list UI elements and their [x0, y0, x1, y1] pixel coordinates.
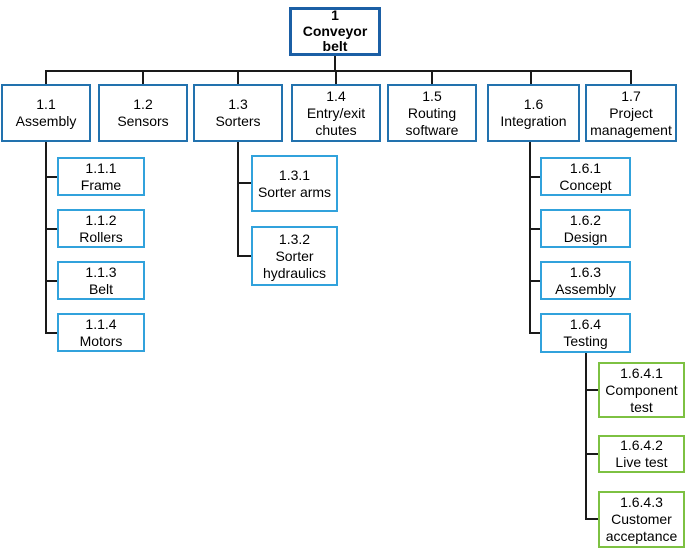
connector-line — [529, 142, 531, 334]
wbs-node-1-1-3[interactable]: 1.1.3 Belt — [57, 261, 145, 300]
connector-line — [529, 332, 540, 334]
connector-line — [45, 228, 57, 230]
wbs-node-1-3-1[interactable]: 1.3.1 Sorter arms — [251, 155, 338, 212]
connector-line — [45, 72, 47, 84]
wbs-node-1[interactable]: 1 Conveyor belt — [289, 7, 381, 56]
node-label: Live test — [615, 454, 668, 470]
node-id: 1.6.4.3 — [620, 494, 663, 510]
wbs-node-1-3-2[interactable]: 1.3.2 Sorter hydraulics — [251, 226, 338, 286]
connector-line — [45, 176, 57, 178]
node-id: 1.6.4.1 — [620, 364, 663, 381]
connector-line — [585, 518, 598, 520]
connector-line — [530, 72, 532, 84]
node-label: Rollers — [79, 228, 123, 245]
node-id: 1.2 — [133, 96, 153, 112]
node-label: Sorter arms — [257, 183, 332, 200]
node-label: Testing — [563, 333, 608, 349]
node-id: 1.1.2 — [85, 211, 117, 228]
connector-line — [529, 176, 540, 178]
wbs-node-1-3[interactable]: 1.3 Sorters — [193, 84, 283, 142]
node-label: Frame — [80, 176, 122, 193]
connector-line — [431, 72, 433, 84]
node-id: 1.3.1 — [278, 166, 311, 183]
connector-line — [529, 280, 540, 282]
connector-line — [335, 72, 337, 84]
node-label: Sorter hydraulics — [262, 247, 327, 281]
wbs-node-1-7[interactable]: 1.7 Project management — [585, 84, 677, 142]
connector-line — [45, 280, 57, 282]
connector-line — [237, 142, 239, 257]
node-id: 1.5 — [422, 87, 442, 104]
connector-line — [585, 353, 587, 520]
node-id: 1.1 — [36, 96, 56, 112]
node-label: Assembly — [15, 113, 77, 129]
node-label: Belt — [88, 280, 114, 297]
node-id: 1.6.1 — [569, 159, 602, 176]
wbs-node-1-2[interactable]: 1.2 Sensors — [98, 84, 188, 142]
node-id: 1.6.4 — [569, 316, 602, 332]
node-id: 1.3.2 — [278, 230, 311, 247]
connector-line — [237, 255, 251, 257]
node-label: Design — [563, 228, 608, 245]
connector-line — [630, 72, 632, 84]
wbs-node-1-5[interactable]: 1.5 Routing software — [387, 84, 477, 142]
node-label: Concept — [559, 176, 612, 193]
node-label: Component test — [605, 381, 678, 415]
node-label: Integration — [500, 113, 567, 129]
node-id: 1.6.2 — [569, 211, 602, 228]
connector-line — [45, 70, 632, 72]
wbs-node-1-6-4-2[interactable]: 1.6.4.2 Live test — [598, 435, 685, 473]
node-label: Sensors — [117, 113, 169, 129]
wbs-node-1-6-2[interactable]: 1.6.2 Design — [540, 209, 631, 248]
node-id: 1.1.4 — [85, 315, 117, 332]
node-label: Motors — [79, 332, 123, 349]
wbs-node-1-1-1[interactable]: 1.1.1 Frame — [57, 157, 145, 196]
connector-line — [529, 228, 540, 230]
wbs-node-1-6-3[interactable]: 1.6.3 Assembly — [540, 261, 631, 300]
node-label: Customer acceptance — [605, 511, 678, 544]
connector-line — [585, 389, 598, 391]
connector-line — [334, 56, 336, 70]
node-label: Entry/exit chutes — [306, 104, 366, 138]
node-id: 1 — [331, 7, 339, 24]
wbs-node-1-1-2[interactable]: 1.1.2 Rollers — [57, 209, 145, 248]
connector-line — [237, 72, 239, 84]
connector-line — [45, 332, 57, 334]
connector-line — [45, 142, 47, 334]
node-id: 1.1.1 — [85, 159, 117, 176]
node-id: 1.6 — [523, 96, 544, 112]
connector-line — [142, 72, 144, 84]
node-label: Assembly — [555, 280, 616, 297]
wbs-node-1-6-4-3[interactable]: 1.6.4.3 Customer acceptance — [598, 491, 685, 548]
wbs-node-1-6-1[interactable]: 1.6.1 Concept — [540, 157, 631, 196]
wbs-node-1-6-4[interactable]: 1.6.4 Testing — [540, 313, 631, 353]
node-id: 1.7 — [621, 87, 641, 104]
node-id: 1.6.3 — [569, 263, 602, 280]
wbs-node-1-6[interactable]: 1.6 Integration — [487, 84, 580, 142]
wbs-node-1-6-4-1[interactable]: 1.6.4.1 Component test — [598, 362, 685, 418]
wbs-node-1-4[interactable]: 1.4 Entry/exit chutes — [291, 84, 381, 142]
node-label: Sorters — [215, 113, 261, 129]
connector-line — [237, 182, 251, 184]
connector-line — [585, 453, 598, 455]
node-id: 1.4 — [326, 87, 346, 104]
wbs-node-1-1[interactable]: 1.1 Assembly — [1, 84, 91, 142]
node-label: Routing software — [405, 104, 459, 138]
node-id: 1.3 — [228, 96, 248, 112]
node-id: 1.6.4.2 — [620, 437, 663, 453]
wbs-node-1-1-4[interactable]: 1.1.4 Motors — [57, 313, 145, 352]
node-label: Conveyor belt — [302, 22, 368, 55]
node-id: 1.1.3 — [85, 263, 117, 280]
node-label: Project management — [590, 104, 672, 138]
